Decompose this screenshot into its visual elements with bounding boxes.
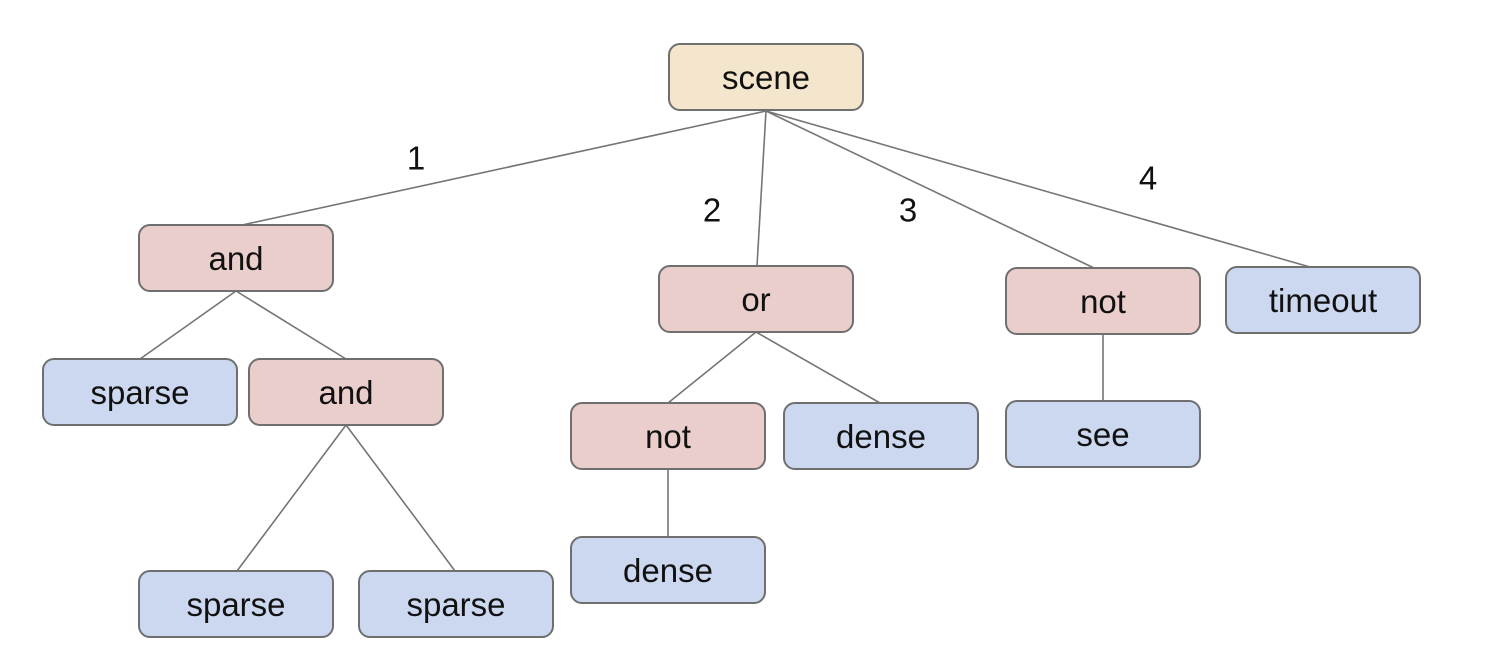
- node-and-nested: and: [248, 358, 444, 426]
- edge-scene-and: [241, 110, 767, 226]
- edge-label-4: 4: [1138, 159, 1158, 197]
- node-sparse-left: sparse: [42, 358, 238, 426]
- node-not-right: not: [1005, 267, 1201, 335]
- edge-or-dense: [755, 331, 881, 404]
- edge-and-and: [235, 290, 347, 360]
- edge-scene-not: [765, 110, 1095, 269]
- node-see: see: [1005, 400, 1201, 468]
- edge-label-1: 1: [406, 139, 426, 177]
- edge-and-sparse: [139, 290, 237, 360]
- node-dense-bottom: dense: [570, 536, 766, 604]
- edge-scene-or: [756, 110, 767, 267]
- edge-label-2: 2: [702, 191, 722, 229]
- node-dense-middle: dense: [783, 402, 979, 470]
- node-and: and: [138, 224, 334, 292]
- node-or: or: [658, 265, 854, 333]
- edge-and2-sparse1: [236, 424, 347, 572]
- node-not-middle: not: [570, 402, 766, 470]
- node-sparse-bottom-1: sparse: [138, 570, 334, 638]
- edge-or-not: [667, 331, 757, 404]
- node-scene: scene: [668, 43, 864, 111]
- node-timeout: timeout: [1225, 266, 1421, 334]
- edge-label-3: 3: [898, 191, 918, 229]
- edge-and2-sparse2: [345, 424, 456, 572]
- node-sparse-bottom-2: sparse: [358, 570, 554, 638]
- edge-scene-timeout: [765, 110, 1311, 268]
